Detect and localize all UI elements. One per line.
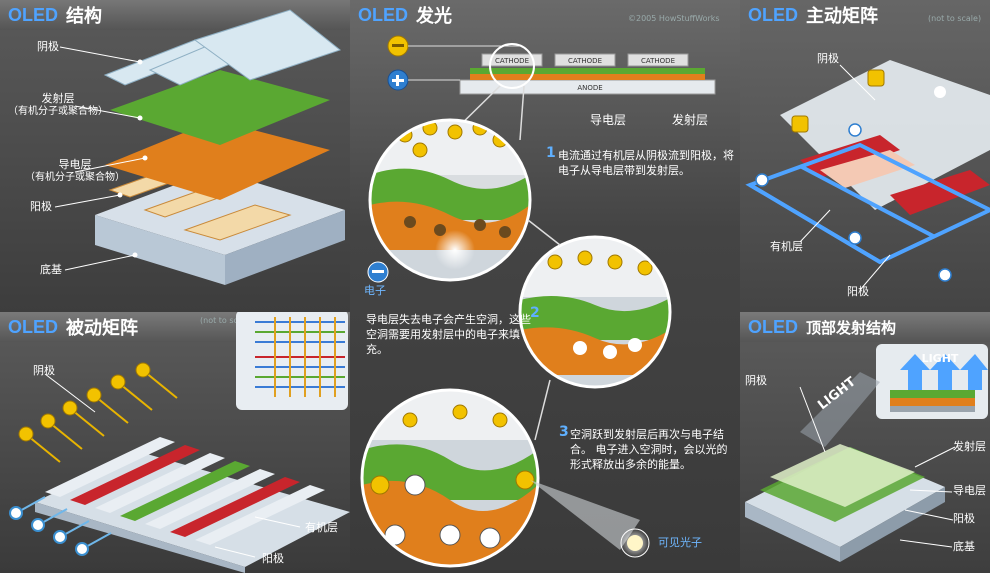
step-number: 1 [546,145,556,161]
cathode-tab-text: CATHODE [641,57,675,65]
label-conductive-main: 导电层 [58,158,92,171]
label-emissive: 发射层 （有机分子或聚合物） [3,92,113,118]
label-conductive: 导电层 （有机分子或聚合物） [20,158,130,184]
hole-icon [404,216,511,238]
passive-label-anode: 阳极 [262,552,284,565]
substrate-layer [95,170,345,255]
x-terminal-icon [9,506,89,556]
step-text: 导电层失去电子会产生空洞，这些空洞需要用发射层中的电子来填充。 [366,313,531,356]
panel-active: OLED 主动矩阵 (not to scale) 阴极 有机层 阳极 [740,0,990,312]
passive-anode-wires [17,496,112,549]
emission-label-electron: 电子 [364,284,386,297]
active-label-organic: 有机层 [770,240,803,253]
cathode-tab-text: CATHODE [568,57,602,65]
cathode-tab-text: CATHODE [495,57,529,65]
panel-passive: OLED 被动矩阵 (not to scale) [0,312,350,573]
passive-label-organic: 有机层 [305,521,338,534]
inset-grid [255,317,345,397]
label-cathode: 阴极 [37,40,59,53]
top-diagram: LIGHT LIGHT [745,344,988,562]
emission-diagram: CATHODE CATHODE CATHODE ANODE [360,35,716,568]
top-label-emissive: 发射层 [953,440,986,453]
passive-cathode-wires [27,371,178,463]
structure-diagram [54,9,345,285]
anode-bar-text: ANODE [577,84,602,92]
step-text: 空洞跃到发射层后再次与电子结合。 电子进入空洞时，会以光的形式释放出多余的能量。 [570,428,728,471]
step-text: 电流通过有机层从阴极流到阳极，将电子从导电层带到发射层。 [558,149,734,177]
active-note: (not to scale) [928,14,982,23]
emission-label-emissive: 发射层 [672,113,709,127]
light-arrow-icon [900,354,988,390]
active-label-cathode: 阴极 [817,52,839,65]
emission-brand: OLED [358,4,409,25]
active-title: 主动矩阵 [806,6,879,27]
panel-emission: OLED 发光 ©2005 HowStuffWorks CATHODE CATH… [350,0,740,573]
top-titlebar: OLED 顶部发射结构 [740,312,990,342]
label-anode: 阳极 [30,200,52,213]
x-terminal-icon [755,123,952,282]
passive-label-cathode: 阴极 [33,364,55,377]
passive-brand: OLED [8,316,59,337]
emission-copyright: ©2005 HowStuffWorks [628,14,720,23]
emission-label-photon: 可见光子 [658,536,702,549]
emissive-layer [110,70,330,145]
step-number: 3 [559,424,569,440]
minus-terminal-icon [791,69,885,133]
active-titlebar: OLED 主动矩阵 [740,0,990,30]
label-conductive-sub: （有机分子或聚合物） [25,172,125,183]
active-label-anode: 阳极 [847,285,869,298]
zoom-circle-1 [370,120,530,280]
cathode-strip [193,9,342,81]
top-title: 顶部发射结构 [806,318,897,337]
top-label-cathode: 阴极 [745,374,767,387]
passive-title: 被动矩阵 [66,318,139,339]
passive-diagram [9,312,350,573]
conductive-layer [105,120,330,200]
plus-icon [934,86,946,98]
structure-title: 结构 [66,6,103,27]
top-label-anode: 阳极 [953,512,975,525]
minus-terminal-icon [18,362,151,442]
panel-top: OLED 顶部发射结构 LIGHT LIGHT [740,312,990,573]
structure-brand: OLED [8,4,59,25]
emission-titlebar: OLED 发光 [350,0,740,30]
light-word: LIGHT [922,352,959,365]
label-emissive-main: 发射层 [41,92,75,105]
passive-strips [45,437,325,545]
label-emissive-sub: （有机分子或聚合物） [8,106,108,117]
top-label-substrate: 底基 [953,540,975,553]
cathode-tabs [481,53,689,67]
active-diagram [745,60,990,291]
emission-label-conductive: 导电层 [590,113,627,127]
step-number: 2 [530,305,540,321]
passive-note: (not to scale) [200,316,254,325]
active-cathode-plate [780,60,990,210]
anode-strip [183,204,292,241]
emission-title: 发光 [416,6,453,27]
panel-structure: OLED 结构 [0,0,350,312]
active-brand: OLED [748,4,799,25]
top-label-conductive: 导电层 [953,484,986,497]
label-substrate: 底基 [40,263,62,276]
top-brand: OLED [748,316,799,337]
